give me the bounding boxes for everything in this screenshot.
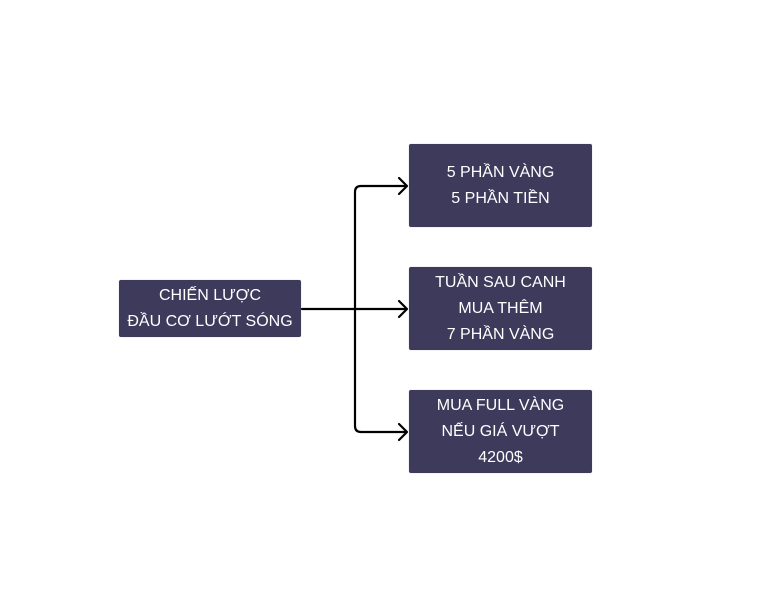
- child-line: 7 PHẦN VÀNG: [446, 325, 555, 343]
- child-node-3: MUA FULL VÀNG NẾU GIÁ VƯỢT 4200$: [409, 390, 592, 473]
- root-line: ĐẦU CƠ LƯỚT SÓNG: [127, 312, 293, 330]
- child-line: MUA FULL VÀNG: [436, 396, 565, 414]
- child-line: 5 PHẦN VÀNG: [446, 163, 555, 181]
- arrowhead-icon: [397, 422, 409, 442]
- child-line: 4200$: [478, 448, 523, 466]
- child-line: 5 PHẦN TIỀN: [451, 189, 550, 207]
- arrowhead-icon: [397, 176, 409, 196]
- child-node-2: TUẦN SAU CANH MUA THÊM 7 PHẦN VÀNG: [409, 267, 592, 350]
- arrowhead-icon: [397, 299, 409, 319]
- child-line: TUẦN SAU CANH: [435, 273, 566, 291]
- child-node-1: 5 PHẦN VÀNG 5 PHẦN TIỀN: [409, 144, 592, 227]
- root-node: CHIẾN LƯỢC ĐẦU CƠ LƯỚT SÓNG: [119, 280, 301, 337]
- child-line: MUA THÊM: [458, 299, 543, 317]
- connector-branch-3: [353, 307, 408, 434]
- root-line: CHIẾN LƯỢC: [158, 286, 262, 304]
- connector-branch-1: [353, 184, 408, 311]
- child-line: NẾU GIÁ VƯỢT: [441, 422, 560, 440]
